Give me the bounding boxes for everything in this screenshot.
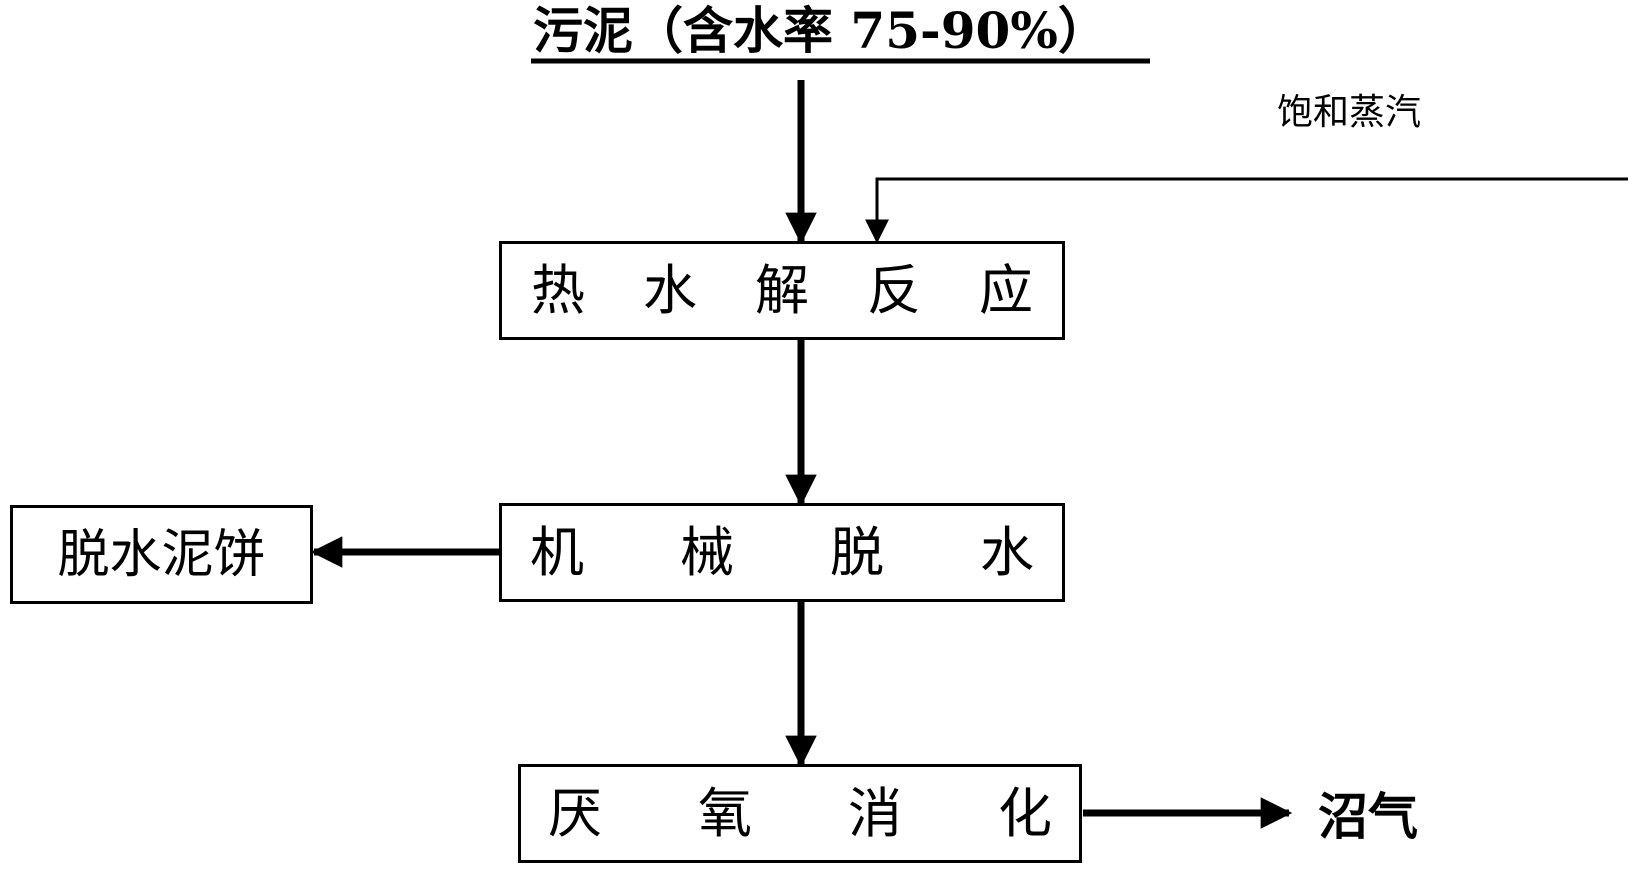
dewatered-cake-box: 脱水泥饼 [10,505,313,604]
steam-label: 饱和蒸汽 [1277,92,1422,133]
dewatering-box: 机械脱水 [499,503,1065,602]
digestion-box: 厌氧消化 [518,764,1082,863]
biogas-label: 沼气 [1318,787,1418,846]
hydrolysis-label: 热水解反应 [531,258,1091,322]
hydrolysis-box: 热水解反应 [499,241,1065,340]
dewatering-label: 机械脱水 [530,520,1130,584]
digestion-label: 厌氧消化 [548,781,1148,845]
input-sludge-label: 污泥（含水率 75-90%） [533,1,1108,60]
arrow-steam-to-hydrolysis [865,177,1628,244]
dewatered-cake-label: 脱水泥饼 [57,524,266,585]
